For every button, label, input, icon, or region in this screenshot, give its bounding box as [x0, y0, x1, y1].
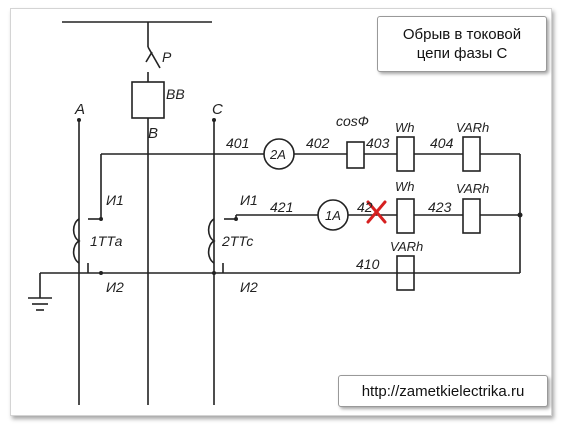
label-switch-p: P	[162, 49, 172, 65]
callout-line-2: цепи фазы С	[416, 45, 508, 62]
phase-c-dot	[212, 118, 216, 122]
wh-meter-1	[396, 136, 415, 172]
label-varh-3: VARh	[390, 239, 423, 254]
ct-a-coil	[72, 218, 81, 264]
label-401: 401	[226, 135, 249, 151]
switch-p-mark	[145, 51, 153, 63]
ct-c-coil	[207, 218, 216, 264]
wh-meter-2	[396, 198, 415, 234]
label-phase-c: C	[212, 101, 223, 118]
label-i1-c: И1	[240, 192, 258, 208]
label-403: 403	[366, 135, 390, 151]
label-423: 423	[428, 199, 452, 215]
label-wh-1: Wh	[395, 120, 415, 135]
label-422: 42	[357, 199, 373, 215]
label-i1-a: И1	[106, 192, 124, 208]
junction-dot	[517, 212, 523, 218]
junction-dot	[212, 271, 216, 275]
label-varh-1: VARh	[456, 120, 489, 135]
switch-p-blade	[147, 46, 161, 69]
varh-meter-3	[396, 255, 415, 291]
label-i2-a: И2	[106, 279, 124, 295]
label-404: 404	[430, 135, 454, 151]
junction-dot	[99, 217, 103, 221]
breaker-box	[131, 81, 165, 119]
label-phase-b: B	[148, 125, 158, 142]
fault-callout: Обрыв в токовой цепи фазы С	[377, 16, 547, 72]
label-cos: cosФ	[336, 113, 369, 129]
label-i2-c: И2	[240, 279, 258, 295]
label-wh-2: Wh	[395, 179, 415, 194]
site-url[interactable]: http://zametkielectrika.ru	[338, 375, 548, 407]
label-breaker: BB	[166, 86, 185, 102]
label-1a: 1A	[325, 208, 341, 223]
cos-meter	[346, 141, 365, 169]
x-cross-icon	[366, 200, 387, 224]
label-2a: 2A	[269, 147, 286, 162]
junction-dot	[99, 271, 103, 275]
label-402: 402	[306, 135, 330, 151]
label-varh-2: VARh	[456, 181, 489, 196]
label-tta: 1ТТа	[90, 233, 123, 249]
junction-dot	[234, 217, 238, 221]
varh-meter-1	[462, 136, 481, 172]
callout-line-1: Обрыв в токовой	[402, 26, 522, 43]
label-phase-a: A	[74, 101, 85, 118]
varh-meter-2	[462, 198, 481, 234]
label-410: 410	[356, 256, 380, 272]
phase-a-dot	[77, 118, 81, 122]
label-421: 421	[270, 199, 293, 215]
label-ttc: 2ТТс	[221, 233, 253, 249]
